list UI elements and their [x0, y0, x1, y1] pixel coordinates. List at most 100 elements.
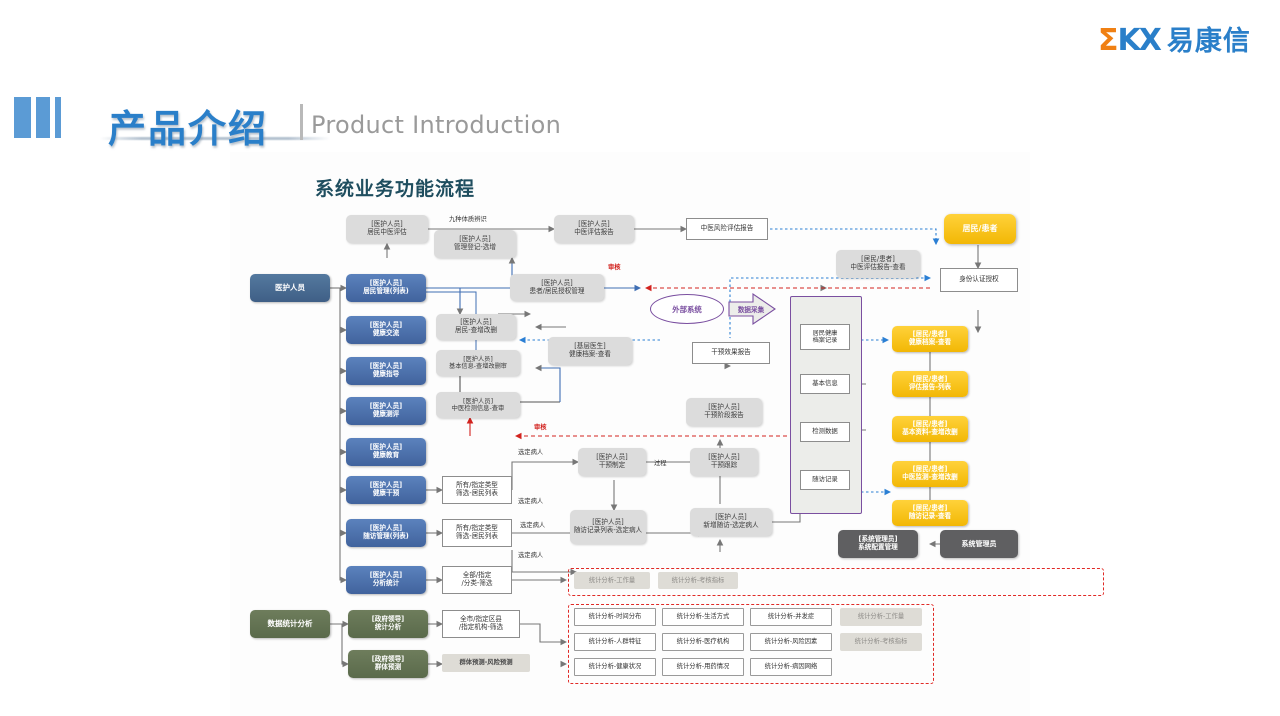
rect-filter-resident-list-2[interactable]: 所有/指定类型 筛选-居民列表 — [442, 519, 512, 547]
role-medical-staff[interactable]: 医护人员 — [250, 274, 330, 302]
node-label: [医护人员] 随访记录列表-选定病人 — [573, 518, 643, 534]
store-detection-data[interactable]: 检测数据 — [800, 422, 850, 442]
node-new-followup[interactable]: [医护人员] 新增随访-选定病人 — [690, 508, 772, 536]
node-health-education[interactable]: [医护人员] 健康教育 — [346, 438, 426, 466]
node-resident-management[interactable]: [医护人员] 居民管理(列表) — [346, 274, 426, 302]
node-tcm-detection-review[interactable]: [医护人员] 中医检测信息-查审 — [436, 392, 520, 418]
role-data-statistics[interactable]: 数据统计分析 — [250, 610, 330, 638]
node-intervention-stage-report[interactable]: [医护人员] 干预阶段报告 — [686, 398, 762, 426]
node-resident-crud[interactable]: [医护人员] 居民-查增改删 — [436, 314, 516, 340]
node-label: 统计分析-时间分布 — [588, 613, 642, 621]
rect-filter-resident-list-1[interactable]: 所有/指定类型 筛选-居民列表 — [442, 476, 512, 504]
stats-chip-lifestyle[interactable]: 统计分析-生活方式 — [662, 608, 744, 626]
node-system-config[interactable]: [系统管理员] 系统配置管理 — [838, 530, 918, 558]
page-title: 产品介绍 — [108, 107, 269, 151]
store-health-record[interactable]: 居民健康 档案记录 — [800, 324, 850, 350]
node-label: 统计分析-生活方式 — [676, 613, 730, 621]
node-label: [医护人员] 健康测评 — [369, 402, 403, 418]
node-resident-assessment-report-list[interactable]: [居民/患者] 评估报告-列表 — [892, 371, 968, 397]
node-label-a: [居民/患者] 健康档案-查看 — [908, 330, 952, 346]
node-label: 中医风险评估报告 — [700, 224, 754, 233]
node-label: 随访记录 — [812, 475, 838, 484]
role-system-admin[interactable]: 系统管理员 — [940, 530, 1018, 558]
rect-filter-region[interactable]: 全市/指定区县 /指定机构-筛选 — [442, 610, 520, 638]
node-label: 干预效果报告 — [711, 348, 751, 357]
edge-label-select-patient-1: 选定病人 — [518, 449, 544, 456]
stats-chip-health-status[interactable]: 统计分析-健康状况 — [574, 658, 656, 676]
external-system-node[interactable]: 外部系统 — [650, 294, 724, 324]
stats-chip-medication[interactable]: 统计分析-用药情况 — [662, 658, 744, 676]
node-label: 全部/指定 /分类-筛选 — [461, 571, 493, 587]
node-health-guidance[interactable]: [医护人员] 健康指导 — [346, 357, 426, 385]
chip-group-prediction[interactable]: 群体预测-风险预测 — [442, 654, 530, 672]
stats-chip-etiology-network[interactable]: 统计分析-病因网络 — [750, 658, 832, 676]
stats-chip-kpi-top[interactable]: 统计分析-考核指标 — [658, 572, 738, 589]
edge-label-nine-constitution: 九种体质辨识 — [449, 216, 487, 223]
node-resident-tcm-monitor-crud[interactable]: [居民/患者] 中医监测-查增改删 — [892, 461, 968, 487]
node-health-intervention[interactable]: [医护人员] 健康干预 — [346, 476, 426, 504]
store-followup-record[interactable]: 随访记录 — [800, 470, 850, 490]
node-label: [系统管理员] 系统配置管理 — [858, 535, 898, 551]
node-gov-statistics[interactable]: [政府领导] 统计分析 — [348, 610, 428, 638]
node-label: [医护人员] 基本信息-查增改删审 — [449, 355, 507, 370]
node-label: [居民/患者] 基本资料-查增改删 — [902, 420, 958, 436]
diagram-canvas: 系统业务功能流程 — [230, 152, 1104, 716]
stats-chip-medical-institution[interactable]: 统计分析-医疗机构 — [662, 633, 744, 651]
node-tcm-assessment-report[interactable]: [医护人员] 中医评估报告 — [554, 215, 634, 243]
rect-intervention-effect-report[interactable]: 干预效果报告 — [692, 342, 770, 364]
store-basic-info[interactable]: 基本信息 — [800, 374, 850, 394]
rect-identity-auth[interactable]: 身份认证授权 — [940, 268, 1018, 292]
node-label: [居民/患者] 评估报告-列表 — [908, 375, 952, 391]
rect-tcm-risk-report[interactable]: 中医风险评估报告 — [686, 218, 768, 240]
node-label: [医护人员] 干预阶段报告 — [704, 403, 744, 419]
edge-label-audit-1: 审核 — [608, 264, 621, 271]
node-resident-record-view[interactable]: [居民/患者] 健康档案-查看 [居民/患者] 健康档案-查看 — [892, 326, 968, 352]
stats-group-top — [568, 568, 1104, 596]
node-label: 统计分析-考核指标 — [671, 576, 725, 584]
rect-filter-all-category[interactable]: 全部/指定 /分类-筛选 — [442, 566, 512, 594]
node-label: 居民健康 档案记录 — [812, 329, 838, 344]
role-resident-patient[interactable]: 居民/患者 — [944, 214, 1016, 244]
stats-chip-time-distribution[interactable]: 统计分析-时间分布 — [574, 608, 656, 626]
node-label: [医护人员] 健康干预 — [369, 481, 403, 497]
node-label: [医护人员] 健康交流 — [369, 321, 403, 337]
page-subtitle: Product Introduction — [311, 111, 562, 139]
node-resident-tcm-report-view[interactable]: [居民/患者] 中医评估报告-查看 — [836, 250, 920, 278]
node-label: 统计分析-健康状况 — [588, 663, 642, 671]
stats-chip-kpi[interactable]: 统计分析-考核指标 — [840, 633, 922, 651]
node-label: 统计分析-考核指标 — [854, 638, 908, 646]
node-patient-authorization[interactable]: [医护人员] 患者/居民授权管理 — [510, 274, 604, 301]
stats-chip-population-traits[interactable]: 统计分析-人群特征 — [574, 633, 656, 651]
node-label: 基本信息 — [812, 379, 838, 388]
header-underline — [100, 137, 330, 140]
node-intervention-plan[interactable]: [医护人员] 干预制定 — [578, 448, 646, 476]
node-label: [医护人员] 居民中医评估 — [367, 220, 407, 236]
stats-chip-workload[interactable]: 统计分析-工作量 — [840, 608, 922, 626]
accent-bar-3 — [55, 97, 61, 138]
node-label: 统计分析-并发症 — [767, 613, 815, 621]
node-followup-record-list[interactable]: [医护人员] 随访记录列表-选定病人 — [570, 510, 646, 544]
node-label: [医护人员] 中医检测信息-查审 — [451, 397, 505, 412]
node-followup-management[interactable]: [医护人员] 随访管理(列表) — [346, 519, 426, 547]
node-resident-basic-profile-crud[interactable]: [居民/患者] 基本资料-查增改删 — [892, 416, 968, 442]
stats-chip-complications[interactable]: 统计分析-并发症 — [750, 608, 832, 626]
stats-chip-risk-factors[interactable]: 统计分析-风险因素 — [750, 633, 832, 651]
node-health-record-view[interactable]: [基层医生] 健康档案-查看 — [548, 337, 632, 365]
accent-bar-1 — [14, 97, 31, 138]
node-resident-tcm-assessment[interactable]: [医护人员] 居民中医评估 — [346, 215, 428, 243]
node-basic-info-crud[interactable]: [医护人员] 基本信息-查增改删审 — [436, 350, 520, 376]
node-gov-group-prediction[interactable]: [政府领导] 群体预测 — [348, 650, 428, 678]
brand-logo: Σ KX 易康信 — [1098, 20, 1258, 62]
logo-kx-mark: KX — [1117, 23, 1162, 58]
node-resident-followup-view[interactable]: [居民/患者] 随访记录-查看 — [892, 500, 968, 526]
node-intervention-tracking[interactable]: [医护人员] 干预跟踪 — [690, 448, 758, 476]
header-accent-bars — [14, 97, 61, 138]
node-management-registration[interactable]: [医护人员] 管理登记-选增 — [434, 230, 516, 258]
node-label: 身份认证授权 — [959, 275, 999, 284]
node-health-communication[interactable]: [医护人员] 健康交流 — [346, 316, 426, 344]
stats-chip-workload-top[interactable]: 统计分析-工作量 — [574, 572, 650, 589]
node-health-assessment[interactable]: [医护人员] 健康测评 — [346, 397, 426, 425]
node-label: 统计分析-工作量 — [857, 613, 905, 621]
node-label: [医护人员] 分析统计 — [369, 571, 403, 587]
node-analysis-statistics[interactable]: [医护人员] 分析统计 — [346, 566, 426, 594]
